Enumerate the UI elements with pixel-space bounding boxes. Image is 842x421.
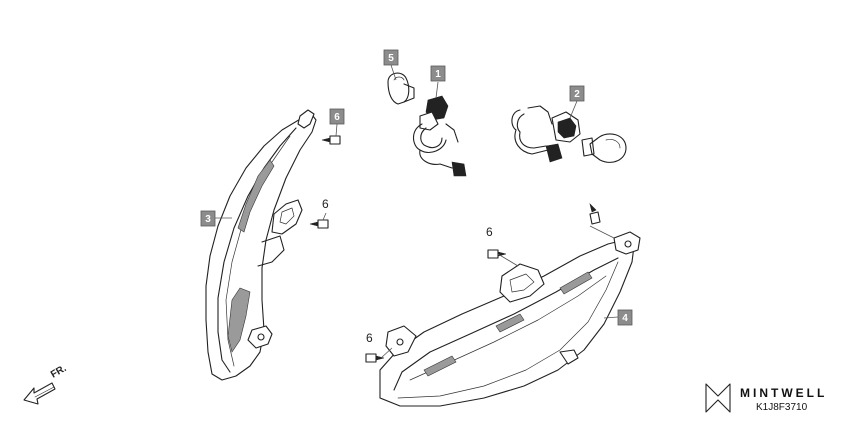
bulb-right	[581, 133, 627, 163]
screw-upper-left	[321, 135, 341, 145]
right-turn-signal-lens	[379, 231, 641, 407]
svg-text:1: 1	[435, 69, 441, 80]
screw-mid-left	[309, 219, 329, 229]
callout-4: 4	[617, 309, 633, 326]
diagram-code: K1J8F3710	[756, 402, 808, 413]
fr-label: FR.	[49, 363, 69, 381]
socket-wiring-left	[412, 95, 467, 177]
svg-text:2: 2	[574, 89, 580, 100]
brand-name: MINTWELL	[740, 386, 827, 400]
leader-lines	[215, 64, 619, 359]
callout-2: 2	[569, 85, 585, 102]
bulb-left	[387, 72, 415, 105]
callout-1: 1	[430, 65, 446, 82]
front-direction-arrow: FR.	[23, 363, 69, 405]
callout-3: 3	[200, 210, 216, 227]
mintwell-logo-icon	[705, 383, 731, 413]
label-6-right: 6	[486, 225, 493, 239]
arrow-icon	[23, 382, 56, 405]
callout-5: 5	[383, 49, 399, 66]
left-turn-signal-lens	[205, 109, 317, 381]
callout-6: 6	[329, 108, 345, 125]
svg-text:6: 6	[334, 112, 340, 123]
screw-right-upper	[589, 203, 601, 225]
socket-wiring-right	[511, 105, 581, 163]
svg-text:3: 3	[205, 214, 211, 225]
svg-text:5: 5	[388, 53, 394, 64]
label-6-left: 6	[322, 197, 329, 211]
brand-logo: MINTWELL K1J8F3710	[705, 383, 827, 413]
svg-text:4: 4	[622, 313, 628, 324]
screw-right-lower	[365, 353, 385, 363]
label-6-lower: 6	[366, 331, 373, 345]
